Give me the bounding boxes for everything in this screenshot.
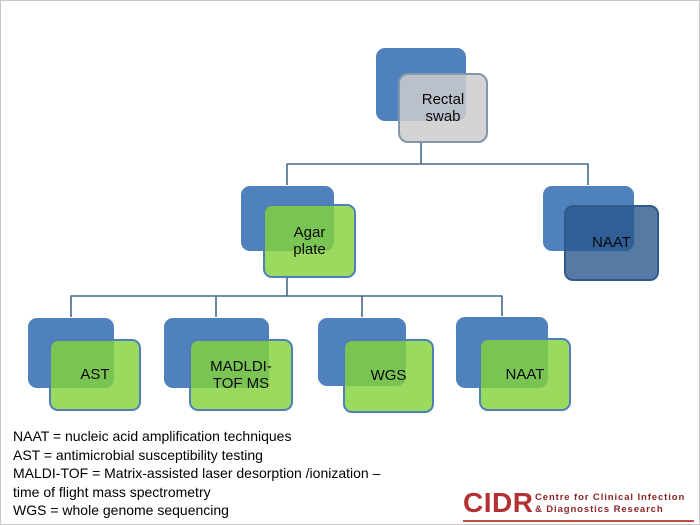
legend-line: time of flight mass spectrometry — [13, 483, 211, 500]
front-shape: WGS — [343, 339, 434, 413]
node-label: NAAT — [505, 365, 545, 383]
legend-line: NAAT = nucleic acid amplification techni… — [13, 428, 292, 444]
node-label: NAAT — [592, 234, 631, 252]
legend-line: AST = antimicrobial susceptibility testi… — [13, 446, 263, 463]
logo-rule — [463, 520, 694, 522]
legend-line: MALDI-TOF = Matrix-assisted laser desorp… — [13, 465, 381, 482]
front-shape: Rectal swab — [398, 73, 488, 143]
logo-tagline-line2: & Diagnostics Research — [535, 504, 664, 515]
front-shape: NAAT — [564, 205, 659, 281]
logo-tagline: Centre for Clinical Infection & Diagnost… — [535, 492, 685, 516]
node-label: Rectal swab — [421, 90, 465, 125]
node-label: WGS — [370, 367, 407, 385]
logo-tagline-line1: Centre for Clinical Infection — [535, 492, 686, 503]
abbreviation-legend: NAAT = nucleic acid amplification techni… — [13, 427, 380, 520]
logo-acronym: CIDR — [463, 487, 534, 518]
front-shape: AST — [49, 339, 141, 411]
node-label: AST — [80, 366, 110, 384]
cidr-logo: CIDR Centre for Clinical Infection & Dia… — [463, 487, 697, 524]
front-shape: MADLDI-TOF MS — [189, 339, 293, 411]
node-label: Agar plate — [293, 223, 326, 258]
front-shape: Agar plate — [263, 204, 356, 278]
front-shape: NAAT — [479, 338, 571, 411]
legend-line: WGS = whole genome sequencing — [13, 502, 229, 519]
node-label: MADLDI-TOF MS — [210, 357, 272, 392]
